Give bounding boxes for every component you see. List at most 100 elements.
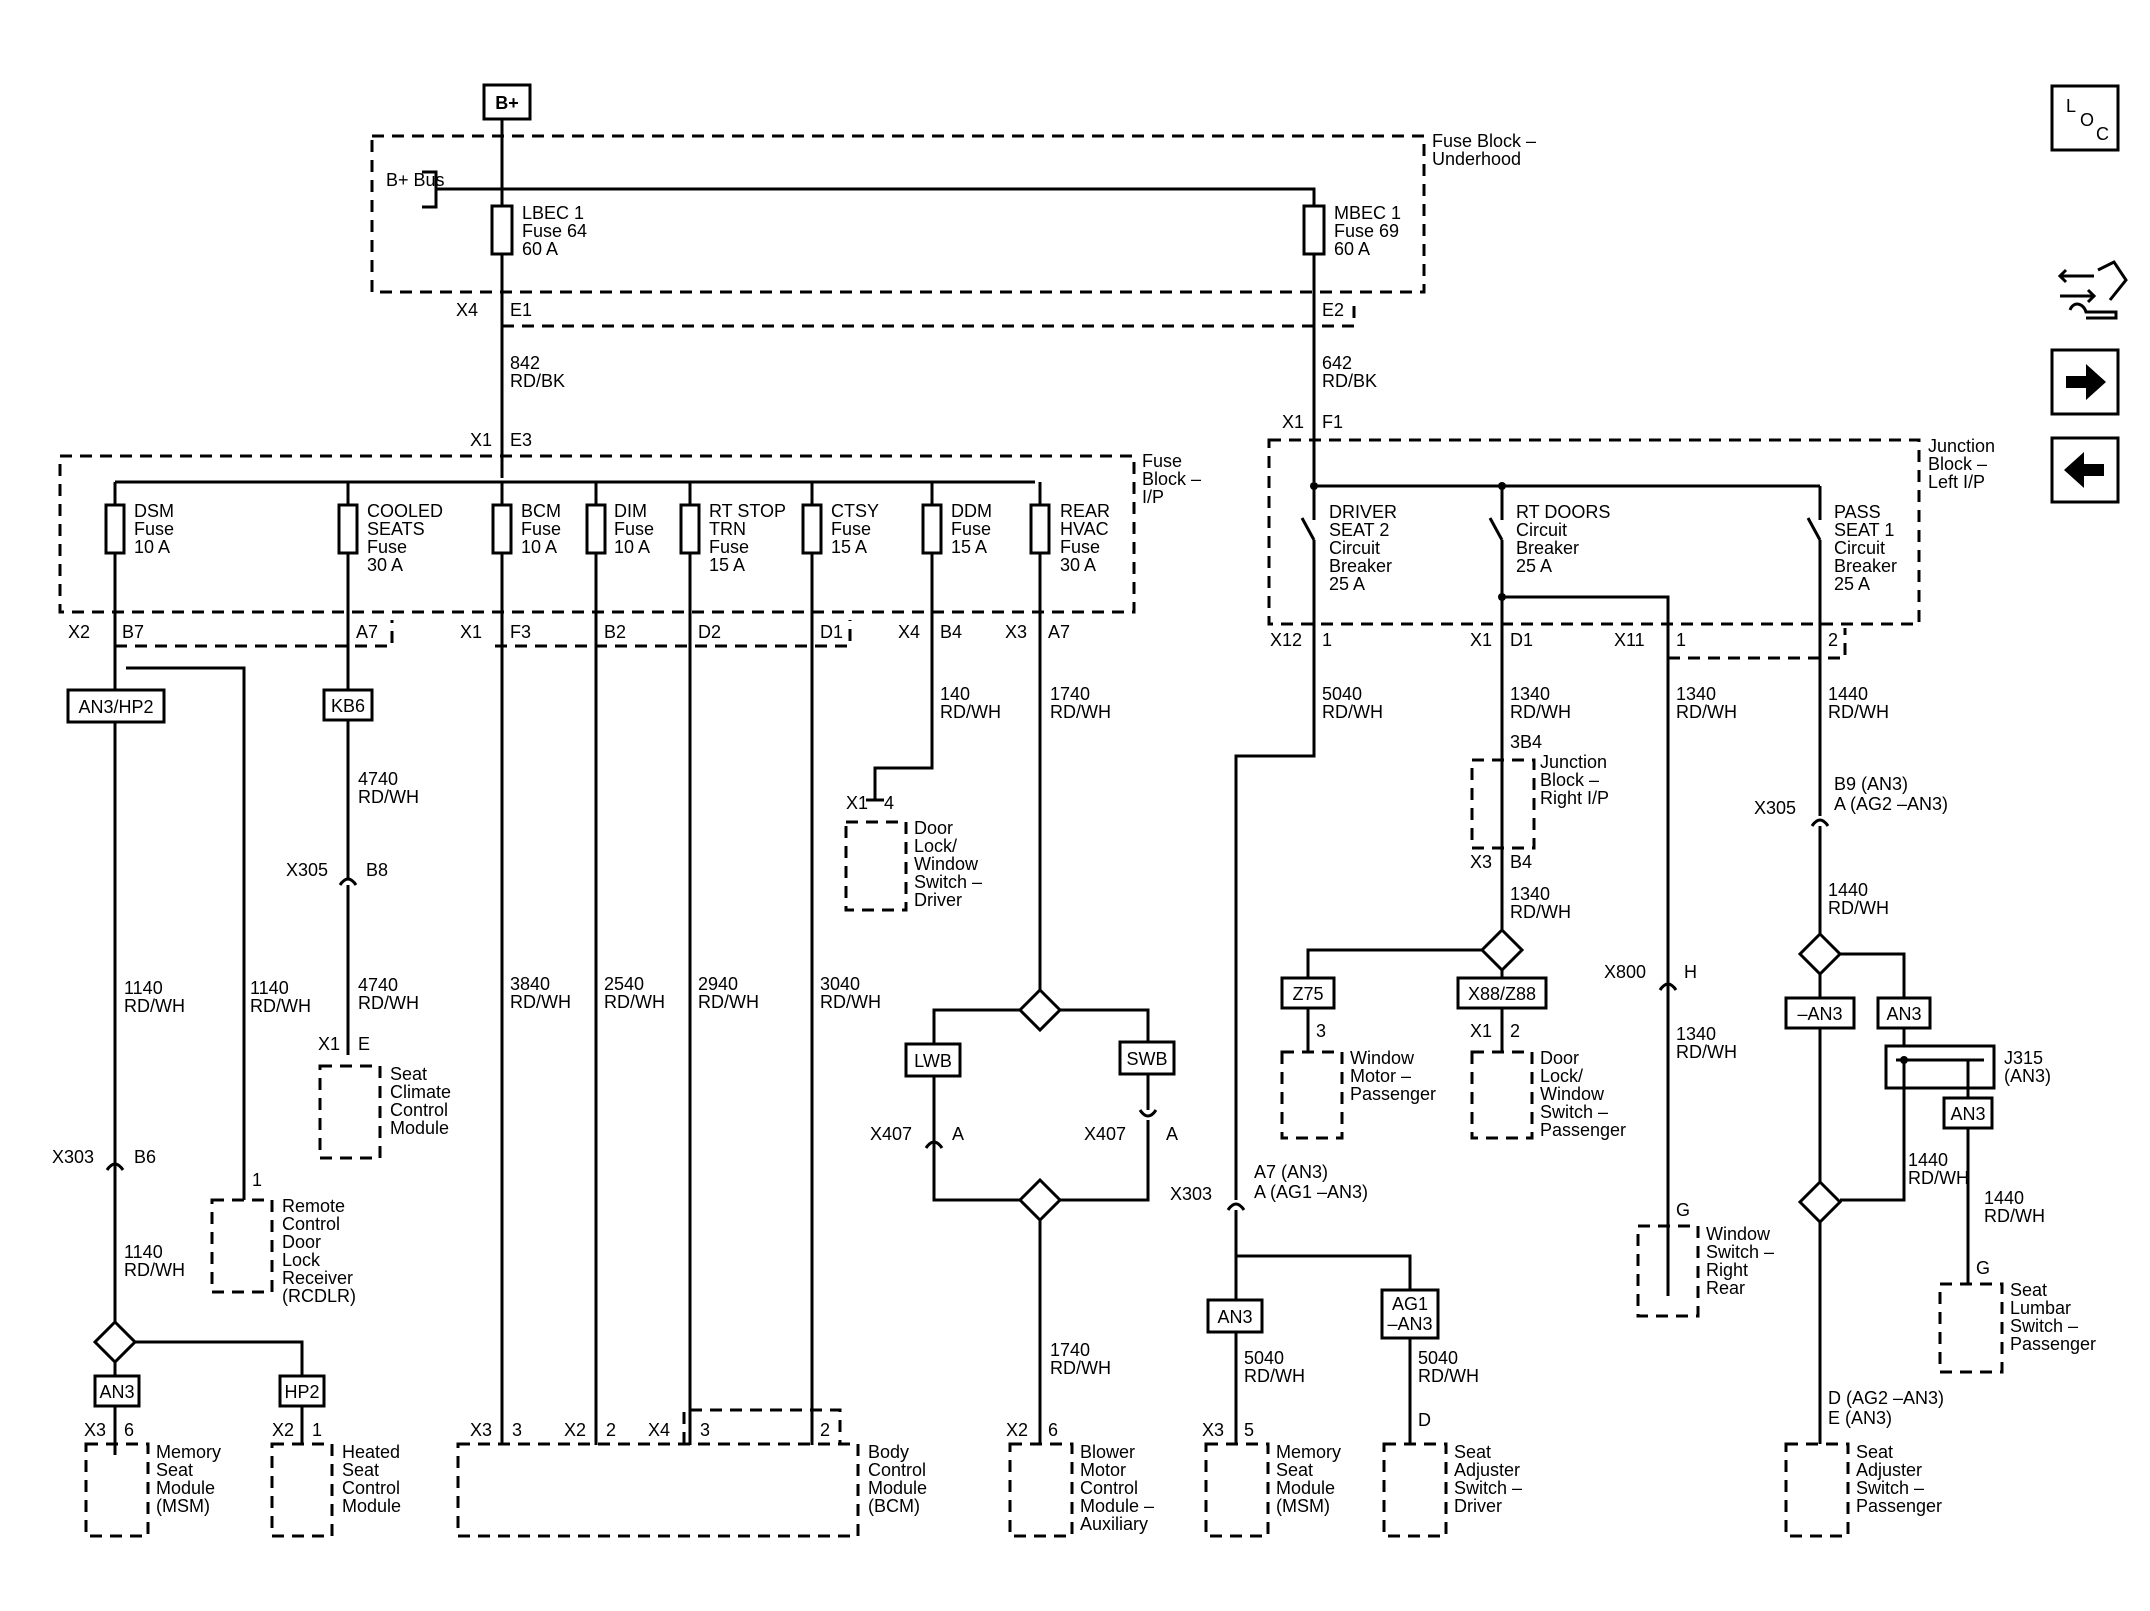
hsm-l3: Module <box>342 1496 401 1516</box>
component-rcdlr-label: Remote Control Door Lock Receiver (RCDLR… <box>282 1196 356 1306</box>
loc-letter-o: O <box>2080 110 2094 130</box>
junction-block-left-outline <box>1267 438 1921 626</box>
dlp-l1: Lock/ <box>1540 1066 1583 1086</box>
conn-x303-b6-symbol <box>105 1162 125 1171</box>
conn-5-msm: 5 <box>1244 1420 1254 1440</box>
fuse-bcm-l2: 10 A <box>521 537 557 557</box>
bcm-l1: Control <box>868 1460 926 1480</box>
conn-x3-a7: X3 <box>1005 622 1027 642</box>
component-lumbar-label: Seat Lumbar Switch – Passenger <box>2010 1280 2096 1354</box>
conn-d1: D1 <box>820 622 843 642</box>
conn-a-swb: A <box>1166 1124 1178 1144</box>
hsm-l0: Heated <box>342 1442 400 1462</box>
splice-diamond-hvac-top <box>1017 987 1063 1033</box>
fuse-cooled-l1: SEATS <box>367 519 425 539</box>
component-msm-right-label: Memory Seat Module (MSM) <box>1276 1442 1341 1516</box>
dld-l0: Door <box>914 818 953 838</box>
conn-x305-b8: X305 <box>286 860 328 880</box>
fuse-ctsy-symbol <box>801 503 823 555</box>
option-z75 <box>1280 976 1336 1010</box>
wire-1440-c-color: RD/WH <box>1908 1168 1969 1188</box>
fuse-cooled-l3: 30 A <box>367 555 403 575</box>
junction-block-right-label: Junction Block – Right I/P <box>1540 752 1609 808</box>
cb-pass-l4: 25 A <box>1834 574 1870 594</box>
wire-1440-b-num: 1440 <box>1828 880 1868 900</box>
wmp-l0: Window <box>1350 1048 1415 1068</box>
msm-right-l0: Memory <box>1276 1442 1341 1462</box>
conn-f1: F1 <box>1322 412 1343 432</box>
fuse-block-ip-label: Fuse <box>1142 451 1182 471</box>
conn-x4: X4 <box>456 300 478 320</box>
conn-b4-jbr: B4 <box>1510 852 1532 872</box>
conn-x3-b4: X3 <box>1470 852 1492 872</box>
conn-3-window-motor: 3 <box>1316 1021 1326 1041</box>
bcm-l3: (BCM) <box>868 1496 920 1516</box>
wire-1440-d-color: RD/WH <box>1984 1206 2045 1226</box>
msm-right-l1: Seat <box>1276 1460 1313 1480</box>
wire-1340-b-num: 1340 <box>1510 884 1550 904</box>
conn-3b4: 3B4 <box>1510 732 1542 752</box>
scm-l3: Module <box>390 1118 449 1138</box>
fuse-hvac-l2: Fuse <box>1060 537 1100 557</box>
ground-connector-icon[interactable] <box>2057 260 2128 320</box>
msm-right-l2: Module <box>1276 1478 1335 1498</box>
scm-l0: Seat <box>390 1064 427 1084</box>
bcm-connector-labels: X3 3 X2 2 X4 3 2 <box>470 1420 830 1440</box>
option-minus-an3 <box>1784 996 1856 1030</box>
conn-b9-an3: B9 (AN3) <box>1834 774 1908 794</box>
wire-1440-a-color: RD/WH <box>1828 702 1889 722</box>
fuse-lbec1-name: LBEC 1 <box>522 203 584 223</box>
conn-x1-4: X1 <box>846 793 868 813</box>
dld-l2: Window <box>914 854 979 874</box>
arrow-left-icon[interactable] <box>2050 436 2120 504</box>
wire-1140-b-color: RD/WH <box>250 996 311 1016</box>
ip-connector-labels: X2 B7 A7 X1 F3 B2 D2 D1 X4 B4 X3 A7 <box>68 622 1070 642</box>
dlp-l0: Door <box>1540 1048 1579 1068</box>
wire-1440-b-color: RD/WH <box>1828 898 1889 918</box>
conn-x3-bcm: X3 <box>470 1420 492 1440</box>
wire-1740-b-num: 1740 <box>1050 1340 1090 1360</box>
arrow-right-icon[interactable] <box>2050 348 2120 416</box>
wire-1340-d-color: RD/WH <box>1676 1042 1737 1062</box>
fuse-mbec1-number: Fuse 69 <box>1334 221 1399 241</box>
component-door-lock-switch-passenger <box>1470 1050 1534 1140</box>
hsm-l2: Control <box>342 1478 400 1498</box>
loc-letter-c: C <box>2096 124 2109 144</box>
conn-d-ag2: D (AG2 –AN3) <box>1828 1388 1944 1408</box>
option-swb <box>1118 1040 1176 1076</box>
option-an3-driver-label: AN3 <box>1217 1307 1252 1327</box>
option-an3-driver <box>1206 1298 1264 1334</box>
wire-4740-b-color: RD/WH <box>358 993 419 1013</box>
component-door-lock-pass-label: Door Lock/ Window Switch – Passenger <box>1540 1048 1626 1140</box>
fuse-dim-l1: Fuse <box>614 519 654 539</box>
conn-f3: F3 <box>510 622 531 642</box>
fuse-block-ip-label-2: Block – <box>1142 469 1201 489</box>
component-window-motor-passenger <box>1280 1050 1344 1140</box>
fuse-dsm-l1: Fuse <box>134 519 174 539</box>
blower-l0: Blower <box>1080 1442 1135 1462</box>
wire-1140-c-num: 1140 <box>124 1242 163 1262</box>
conn-x1-d1: X1 <box>1470 630 1492 650</box>
wire-1440-d-num: 1440 <box>1984 1188 2024 1208</box>
conn-b2: B2 <box>604 622 626 642</box>
jbr-l1: Block – <box>1540 770 1599 790</box>
b-plus-label: B+ <box>495 93 519 113</box>
component-window-motor-label: Window Motor – Passenger <box>1350 1048 1436 1104</box>
junction-block-left-label: Junction <box>1928 436 1995 456</box>
conn-x800-symbol <box>1658 982 1678 991</box>
rcdlr-l5: (RCDLR) <box>282 1286 356 1306</box>
component-seat-lumbar-switch <box>1938 1282 2004 1374</box>
component-rcdlr <box>210 1198 274 1294</box>
wire-1340-b-color: RD/WH <box>1510 902 1571 922</box>
wire-2940-color: RD/WH <box>698 992 759 1012</box>
wire-1340-a-color: RD/WH <box>1510 702 1571 722</box>
conn-x303-a7: X303 <box>1170 1184 1212 1204</box>
loc-icon[interactable]: L O C <box>2050 84 2120 152</box>
fuse-hvac-l1: HVAC <box>1060 519 1109 539</box>
conn-x2-bcm: X2 <box>564 1420 586 1440</box>
conn-e3: E3 <box>510 430 532 450</box>
fuse-bcm-l0: BCM <box>521 501 561 521</box>
jbr-l2: Right I/P <box>1540 788 1609 808</box>
wsrr-l1: Switch – <box>1706 1242 1774 1262</box>
fuse-ctsy-l0: CTSY <box>831 501 879 521</box>
